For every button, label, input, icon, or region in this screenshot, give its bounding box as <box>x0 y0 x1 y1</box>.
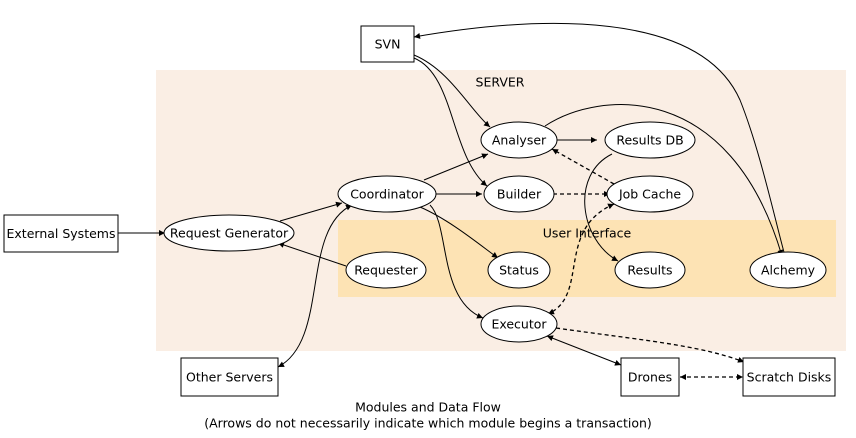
node-scratch-disks-label: Scratch Disks <box>747 370 832 385</box>
edge-other-servers-coordinator <box>277 204 353 368</box>
server-cluster-background <box>156 70 846 351</box>
caption-subtitle: (Arrows do not necessarily indicate whic… <box>204 416 652 431</box>
node-external-systems[interactable]: External Systems <box>3 214 119 253</box>
node-results-label: Results <box>627 263 672 278</box>
node-executor-label: Executor <box>491 317 547 332</box>
node-other-servers-label: Other Servers <box>186 370 273 385</box>
node-job-cache-label: Job Cache <box>618 187 681 202</box>
node-alchemy[interactable]: Alchemy <box>749 251 827 289</box>
server-cluster: SERVER <box>156 70 846 351</box>
node-request-generator[interactable]: Request Generator <box>163 214 295 252</box>
edges <box>118 22 786 380</box>
node-builder[interactable]: Builder <box>483 175 555 213</box>
edge-coordinator-status <box>419 206 499 259</box>
node-scratch-disks[interactable]: Scratch Disks <box>742 357 836 397</box>
node-external-systems-label: External Systems <box>7 226 116 241</box>
node-job-cache[interactable]: Job Cache <box>606 175 694 213</box>
edge-svn-analyser <box>413 54 491 128</box>
node-other-servers[interactable]: Other Servers <box>180 357 279 397</box>
edge-alchemy-svn <box>413 22 786 257</box>
node-executor[interactable]: Executor <box>480 305 558 343</box>
edge-coordinator-analyser <box>423 153 489 181</box>
node-coordinator-label: Coordinator <box>350 187 424 202</box>
node-status[interactable]: Status <box>487 251 551 289</box>
node-analyser[interactable]: Analyser <box>480 121 558 159</box>
node-alchemy-label: Alchemy <box>761 263 816 278</box>
edge-analyser-alchemy <box>544 104 784 257</box>
edge-job-cache-executor <box>547 203 615 315</box>
node-analyser-label: Analyser <box>492 133 547 148</box>
edge-coordinator-executor <box>429 204 484 319</box>
node-builder-label: Builder <box>497 187 542 202</box>
user-interface-cluster-label: User Interface <box>543 226 632 241</box>
node-request-generator-label: Request Generator <box>170 226 289 241</box>
edge-job-cache-analyser <box>551 148 615 185</box>
node-results-db[interactable]: Results DB <box>604 121 696 159</box>
node-svn[interactable]: SVN <box>360 25 415 63</box>
node-results[interactable]: Results <box>614 251 686 289</box>
node-requester-label: Requester <box>354 263 418 278</box>
node-svn-label: SVN <box>375 37 401 52</box>
caption-title: Modules and Data Flow <box>355 400 501 415</box>
node-results-db-label: Results DB <box>616 133 683 148</box>
node-coordinator[interactable]: Coordinator <box>337 175 437 213</box>
node-drones-label: Drones <box>628 370 672 385</box>
edge-svn-builder <box>413 57 488 187</box>
node-status-label: Status <box>499 263 539 278</box>
server-cluster-label: SERVER <box>476 75 525 90</box>
edge-executor-drones <box>546 335 622 366</box>
node-requester[interactable]: Requester <box>345 251 427 289</box>
node-drones[interactable]: Drones <box>620 357 680 397</box>
edge-executor-scratch-disks <box>555 327 745 363</box>
